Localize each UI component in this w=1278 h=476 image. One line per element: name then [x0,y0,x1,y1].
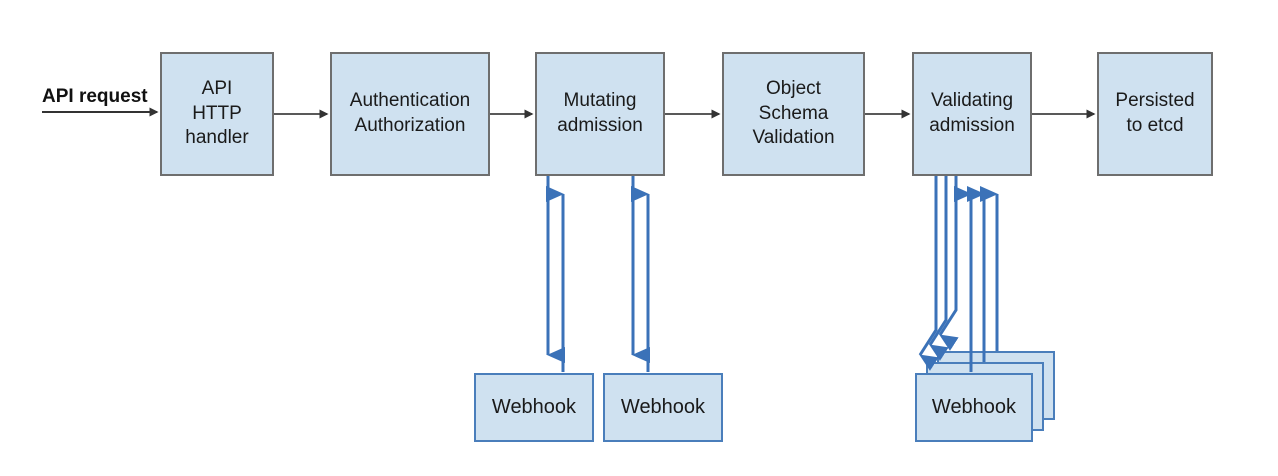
webhook-validating-1-label: Webhook [931,396,1017,418]
stage-api-http-handler-label: API HTTP handler [185,77,249,149]
stage-object-schema-validation[interactable]: Object Schema Validation [722,52,865,176]
webhook-mutating-1-label: Webhook [491,396,577,418]
webhook-mutating-2-label: Webhook [620,396,706,418]
stage-api-http-handler[interactable]: API HTTP handler [160,52,274,176]
webhook-mutating-1[interactable]: Webhook [474,373,594,442]
webhook-mutating-2[interactable]: Webhook [603,373,723,442]
api-request-label: API request [42,86,148,107]
arrow-validating-call-1-down [918,176,939,371]
stage-mutating-admission-label: Mutating admission [557,90,643,136]
stage-validating-admission[interactable]: Validating admission [912,52,1032,176]
stage-authentication-authorization[interactable]: Authentication Authorization [330,52,490,176]
stage-mutating-admission[interactable]: Mutating admission [535,52,665,176]
webhook-validating-1[interactable]: Webhook [915,373,1033,442]
arrow-validating-call-2-down [928,176,949,361]
stage-object-schema-validation-label: Object Schema Validation [752,77,835,149]
arrow-validating-call-3-down [938,176,959,351]
stage-authentication-authorization-label: Authentication Authorization [349,90,471,136]
stage-persisted-to-etcd-label: Persisted to etcd [1115,90,1195,136]
stage-persisted-to-etcd[interactable]: Persisted to etcd [1097,52,1213,176]
stage-validating-admission-label: Validating admission [929,90,1015,136]
